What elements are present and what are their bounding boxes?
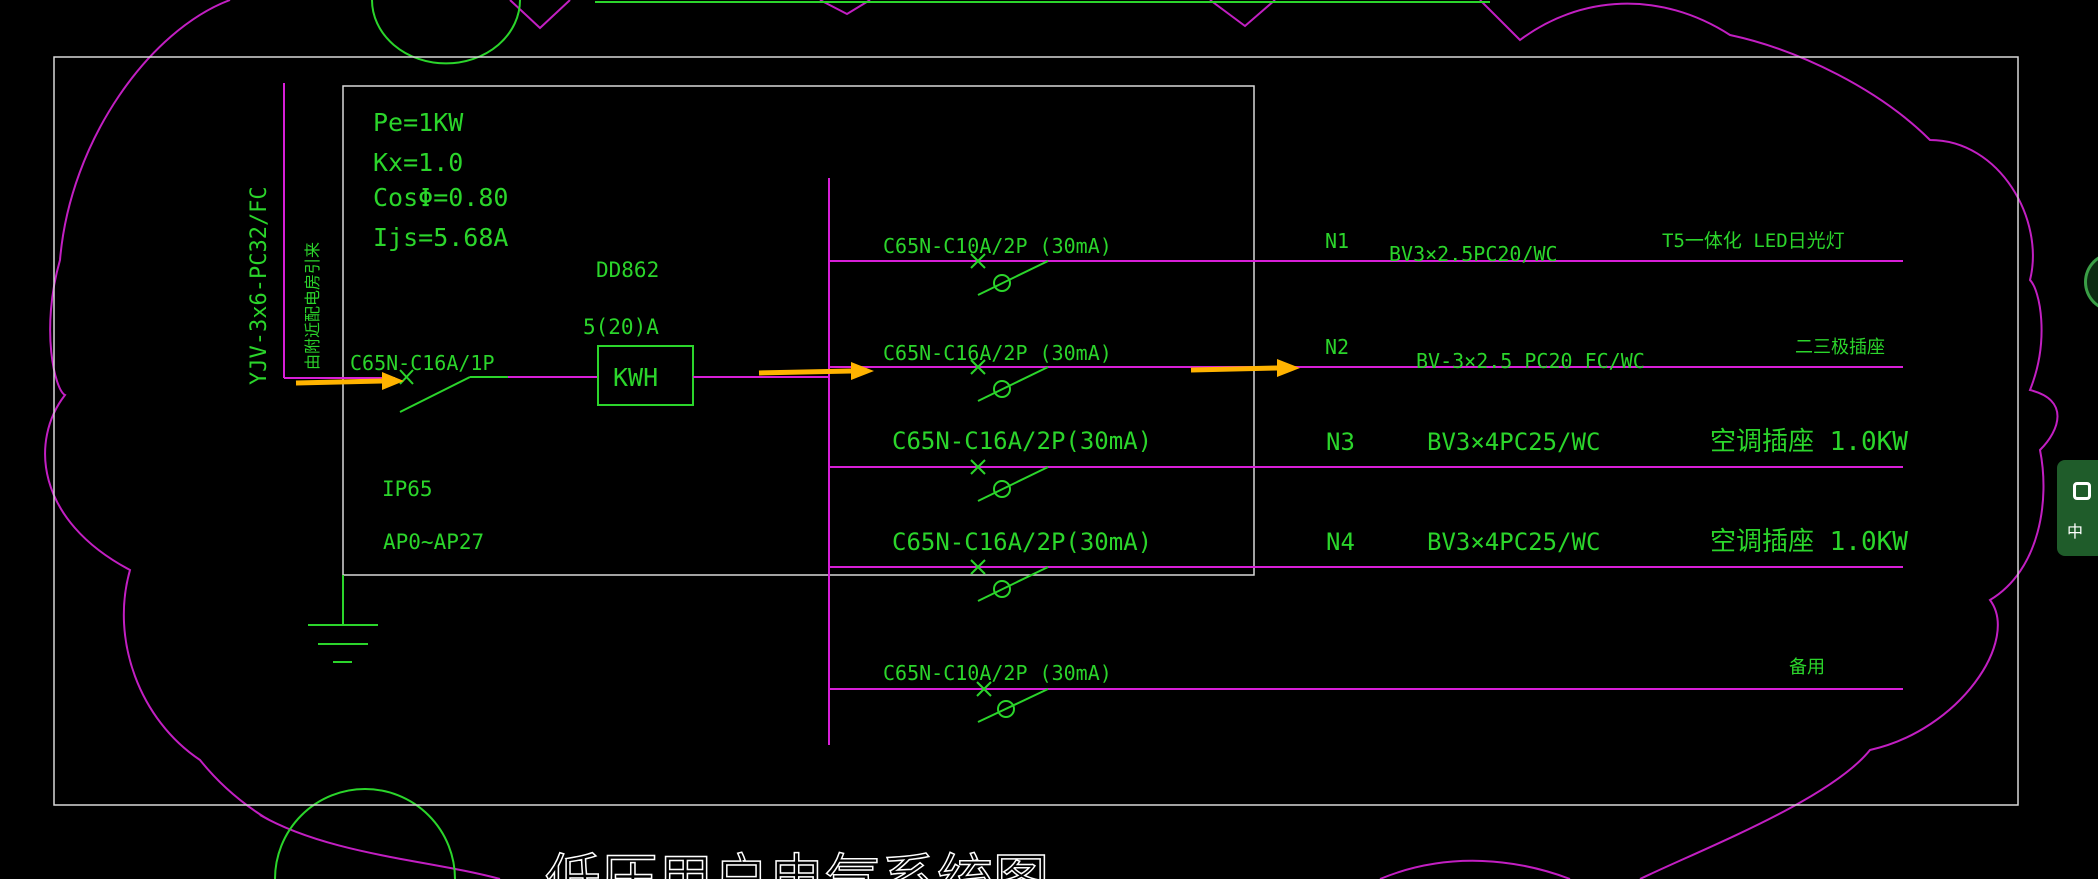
annotation-arrow	[758, 362, 874, 380]
revision-cloud	[44, 0, 2059, 879]
panel-range: AP0~AP27	[383, 530, 484, 554]
circuit-load: 二三极插座	[1795, 337, 1885, 358]
breaker-x-2	[976, 681, 992, 697]
side-tab-label: 中	[2067, 522, 2084, 541]
rcd-circle	[997, 700, 1015, 718]
rcd-circle	[993, 580, 1011, 598]
circuit-row: C65N-C16A/2P(30mA) N3 BV3×4PC25/WC 空调插座 …	[829, 427, 1908, 502]
circuit-row: C65N-C10A/2P (30mA) 备用	[829, 657, 1903, 723]
annotation-arrow	[1190, 359, 1300, 377]
circuit-load: 空调插座 1.0KW	[1710, 527, 1908, 557]
arrow-shaft	[295, 378, 383, 386]
circuit-cable: BV3×4PC25/WC	[1427, 428, 1600, 456]
circuit-row: C65N-C10A/2P (30mA) N1 BV3×2.5PC20/WC T5…	[829, 229, 1903, 296]
kwh-meter-label: KWH	[613, 363, 658, 392]
arrow-head	[851, 362, 874, 380]
distribution-box	[342, 85, 1255, 576]
kwh-meter-box	[597, 345, 694, 406]
side-toolbar-tab[interactable]: 中	[2057, 460, 2098, 556]
circuit-breaker-label: C65N-C16A/2P (30mA)	[883, 341, 1112, 365]
circuit-id: N4	[1326, 528, 1355, 556]
revision-cloud-top	[509, 0, 1276, 30]
circuit-id: N3	[1326, 428, 1355, 456]
param-ijs: Ijs=5.68A	[373, 223, 508, 252]
circuit-row: C65N-C16A/2P (30mA) N2 BV-3×2.5 PC20 FC/…	[829, 335, 1903, 402]
rcd-circle	[993, 274, 1011, 292]
param-pe: Pe=1KW	[373, 108, 464, 137]
circuit-cable: BV-3×2.5 PC20 FC/WC	[1416, 349, 1645, 373]
arrow-head	[1277, 359, 1300, 377]
circuit-id: N2	[1325, 335, 1349, 359]
param-kx: Kx=1.0	[373, 148, 463, 177]
drawing-title: 低压用户电气系统图	[545, 849, 1049, 879]
annotation-arrow	[295, 372, 404, 390]
feeder-cable-label: YJV-3x6-PC32/FC	[247, 186, 272, 385]
feeder-source-note: 由附近配电房引来	[303, 242, 322, 370]
arrow-shaft	[1190, 365, 1278, 373]
ip-rating: IP65	[382, 477, 433, 501]
breaker-blade	[977, 466, 1049, 502]
arrow-head	[382, 372, 404, 390]
drawing-frame	[53, 56, 2019, 806]
main-breaker-label: C65N-C16A/1P	[350, 351, 495, 375]
circuit-breaker-label: C65N-C10A/2P (30mA)	[883, 234, 1112, 258]
breaker-x-2	[970, 559, 986, 575]
breaker-blade	[977, 260, 1049, 296]
circuit-cable: BV3×2.5PC20/WC	[1389, 242, 1558, 266]
breaker-blade	[977, 366, 1049, 402]
param-cos: CosΦ=0.80	[373, 183, 508, 212]
circuit-load: T5一体化 LED日光灯	[1662, 230, 1845, 252]
arrow-shaft	[758, 368, 852, 376]
circuit-id: N1	[1325, 229, 1349, 253]
breaker-x-2	[970, 253, 986, 269]
circuit-breaker-label: C65N-C10A/2P (30mA)	[883, 661, 1112, 685]
circuit-cable: BV3×4PC25/WC	[1427, 528, 1600, 556]
meter-rating: 5(20)A	[583, 315, 659, 339]
rcd-circle	[993, 380, 1011, 398]
bottom-left-circle-fragment	[274, 788, 456, 879]
top-left-circle-fragment	[371, 0, 521, 65]
circuit-breaker-label: C65N-C16A/2P(30mA)	[892, 528, 1152, 556]
shirt-icon	[2073, 482, 2091, 500]
rcd-circle	[993, 480, 1011, 498]
circuit-breaker-label: C65N-C16A/2P(30mA)	[892, 427, 1152, 455]
circuit-load: 空调插座 1.0KW	[1710, 427, 1908, 457]
circuit-row: C65N-C16A/2P(30mA) N4 BV3×4PC25/WC 空调插座 …	[829, 527, 1908, 602]
main-breaker-blade	[399, 376, 471, 413]
breaker-x-2	[970, 359, 986, 375]
breaker-x-2	[970, 459, 986, 475]
circuit-load: 备用	[1789, 657, 1825, 678]
breaker-blade	[977, 566, 1049, 602]
meter-model: DD862	[596, 258, 659, 282]
